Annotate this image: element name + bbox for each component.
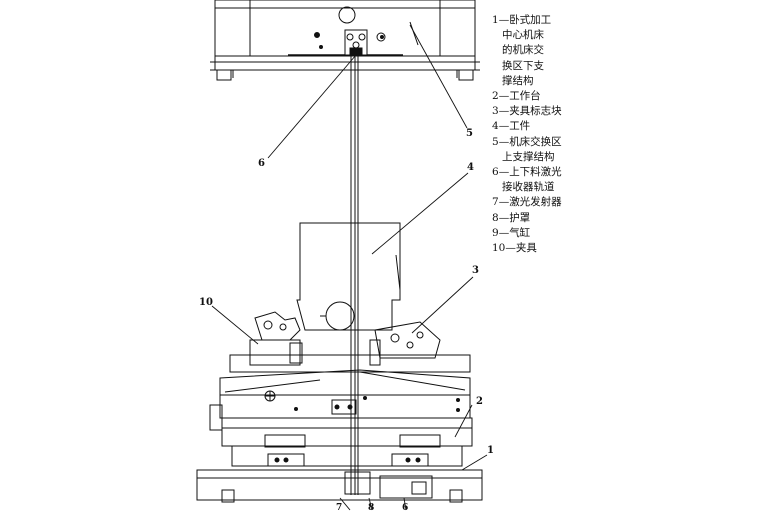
callout-6-lower: 6	[402, 503, 409, 513]
legend-item: 5—机床交换区 上支撑结构	[492, 135, 771, 165]
legend-item: 6—上下料激光 接收器轨道	[492, 165, 771, 195]
legend-item: 1—卧式加工 中心机床 的机床交 换区下支 撑结构	[492, 13, 771, 89]
legend-text: —工件	[498, 120, 531, 133]
callout-8: 8	[368, 503, 375, 513]
legend-number: 3	[492, 105, 499, 118]
callout-5: 5	[466, 128, 473, 139]
legend-item: 3—夹具标志块	[492, 104, 771, 119]
legend-number: 4	[492, 120, 499, 133]
legend-item: 4—工件	[492, 119, 771, 134]
leader-lines	[211, 24, 488, 511]
legend-item: 2—工作台	[492, 89, 771, 104]
legend-text: —夹具	[505, 242, 537, 255]
callout-10: 10	[199, 297, 213, 308]
callout-1: 1	[487, 445, 494, 456]
legend-number: 7	[492, 196, 499, 209]
legend-number: 6	[492, 166, 499, 179]
callout-7: 7	[336, 503, 343, 513]
fixture-assembly	[229, 311, 471, 373]
legend-text: —激光发射器	[498, 196, 562, 209]
legend-text: —卧式加工 中心机床 的机床交 换区下支 撑结构	[498, 14, 552, 87]
callout-6-upper: 6	[258, 158, 265, 169]
legend-text: —机床交换区 上支撑结构	[498, 135, 562, 163]
legend-number: 10	[492, 242, 506, 255]
legend-number: 5	[492, 135, 499, 148]
legend-number: 2	[492, 90, 499, 103]
worktable	[209, 369, 473, 467]
callout-3: 3	[472, 265, 479, 276]
legend-text: —工作台	[498, 90, 541, 103]
legend-item: 7—激光发射器	[492, 195, 771, 210]
legend-item: 10—夹具	[492, 241, 771, 256]
upper-support-structure	[210, 0, 480, 81]
legend-text: —气缸	[498, 226, 531, 239]
legend-item: 9—气缸	[492, 226, 771, 241]
legend-text: —上下料激光 接收器轨道	[498, 166, 562, 194]
lower-support-structure	[196, 469, 483, 503]
callout-4: 4	[467, 162, 474, 173]
laser-receiver-rail	[350, 56, 359, 495]
legend-item: 8—护罩	[492, 211, 771, 226]
legend-number: 9	[492, 226, 499, 239]
workpiece	[296, 222, 401, 331]
callout-2: 2	[476, 396, 483, 407]
legend-text: —护罩	[498, 211, 531, 224]
legend-text: —夹具标志块	[498, 105, 562, 118]
parts-legend: 1—卧式加工 中心机床 的机床交 换区下支 撑结构 2—工作台 3—夹具标志块 …	[492, 13, 771, 283]
legend-number: 8	[492, 211, 499, 224]
legend-number: 1	[492, 14, 499, 26]
